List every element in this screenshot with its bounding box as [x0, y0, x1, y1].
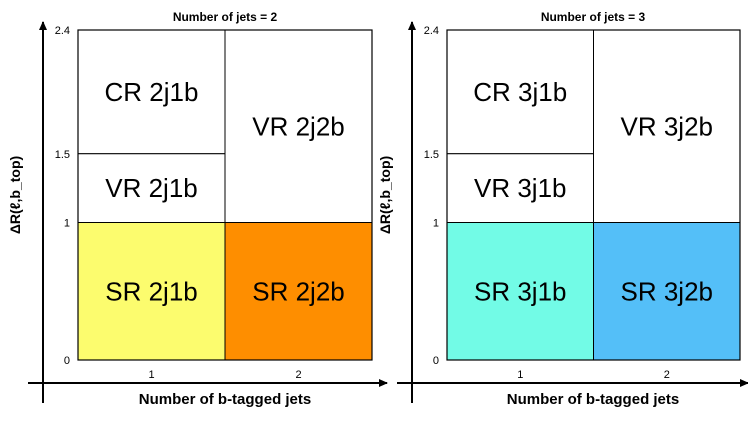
x-tick-label: 2 [295, 369, 301, 381]
panel-frame [77, 29, 373, 361]
region-cell [593, 29, 741, 223]
y-tick-label: 0 [433, 355, 439, 367]
region-label: SR 3j1b [474, 276, 567, 306]
y-tick-label: 1 [64, 218, 70, 230]
region-cell [77, 153, 226, 223]
x-tick-label: 2 [664, 369, 670, 381]
x-tick-label: 1 [517, 369, 523, 381]
y-tick-label: 0 [64, 355, 70, 367]
region-cell [77, 29, 226, 155]
y-tick-label: 1.5 [55, 149, 70, 161]
y-axis-label: ΔR(ℓ,b_top) [7, 156, 23, 234]
y-tick-label: 2.4 [424, 25, 439, 37]
panel-frame [446, 29, 741, 361]
x-tick-label: 1 [148, 369, 154, 381]
region-label: VR 2j1b [105, 173, 198, 203]
x-axis-label: Number of b-tagged jets [507, 391, 680, 408]
region-label: SR 2j2b [252, 276, 345, 306]
region-cell [77, 222, 226, 361]
region-label: VR 2j2b [252, 111, 345, 141]
y-tick-label: 1.5 [424, 149, 439, 161]
y-tick-label: 2.4 [55, 25, 70, 37]
region-cell [224, 29, 373, 223]
region-label: VR 3j1b [474, 173, 567, 203]
region-cell [224, 222, 373, 361]
y-axis-label: ΔR(ℓ,b_top) [377, 156, 393, 234]
panel-title: Number of jets = 3 [541, 10, 646, 24]
x-axis-label: Number of b-tagged jets [139, 391, 312, 408]
region-label: SR 2j1b [105, 276, 198, 306]
region-cell [593, 222, 741, 361]
region-label: CR 2j1b [105, 77, 199, 107]
panel-title: Number of jets = 2 [173, 10, 278, 24]
region-label: CR 3j1b [473, 77, 567, 107]
region-label: VR 3j2b [621, 111, 714, 141]
region-label: SR 3j2b [621, 276, 714, 306]
y-tick-label: 1 [433, 218, 439, 230]
